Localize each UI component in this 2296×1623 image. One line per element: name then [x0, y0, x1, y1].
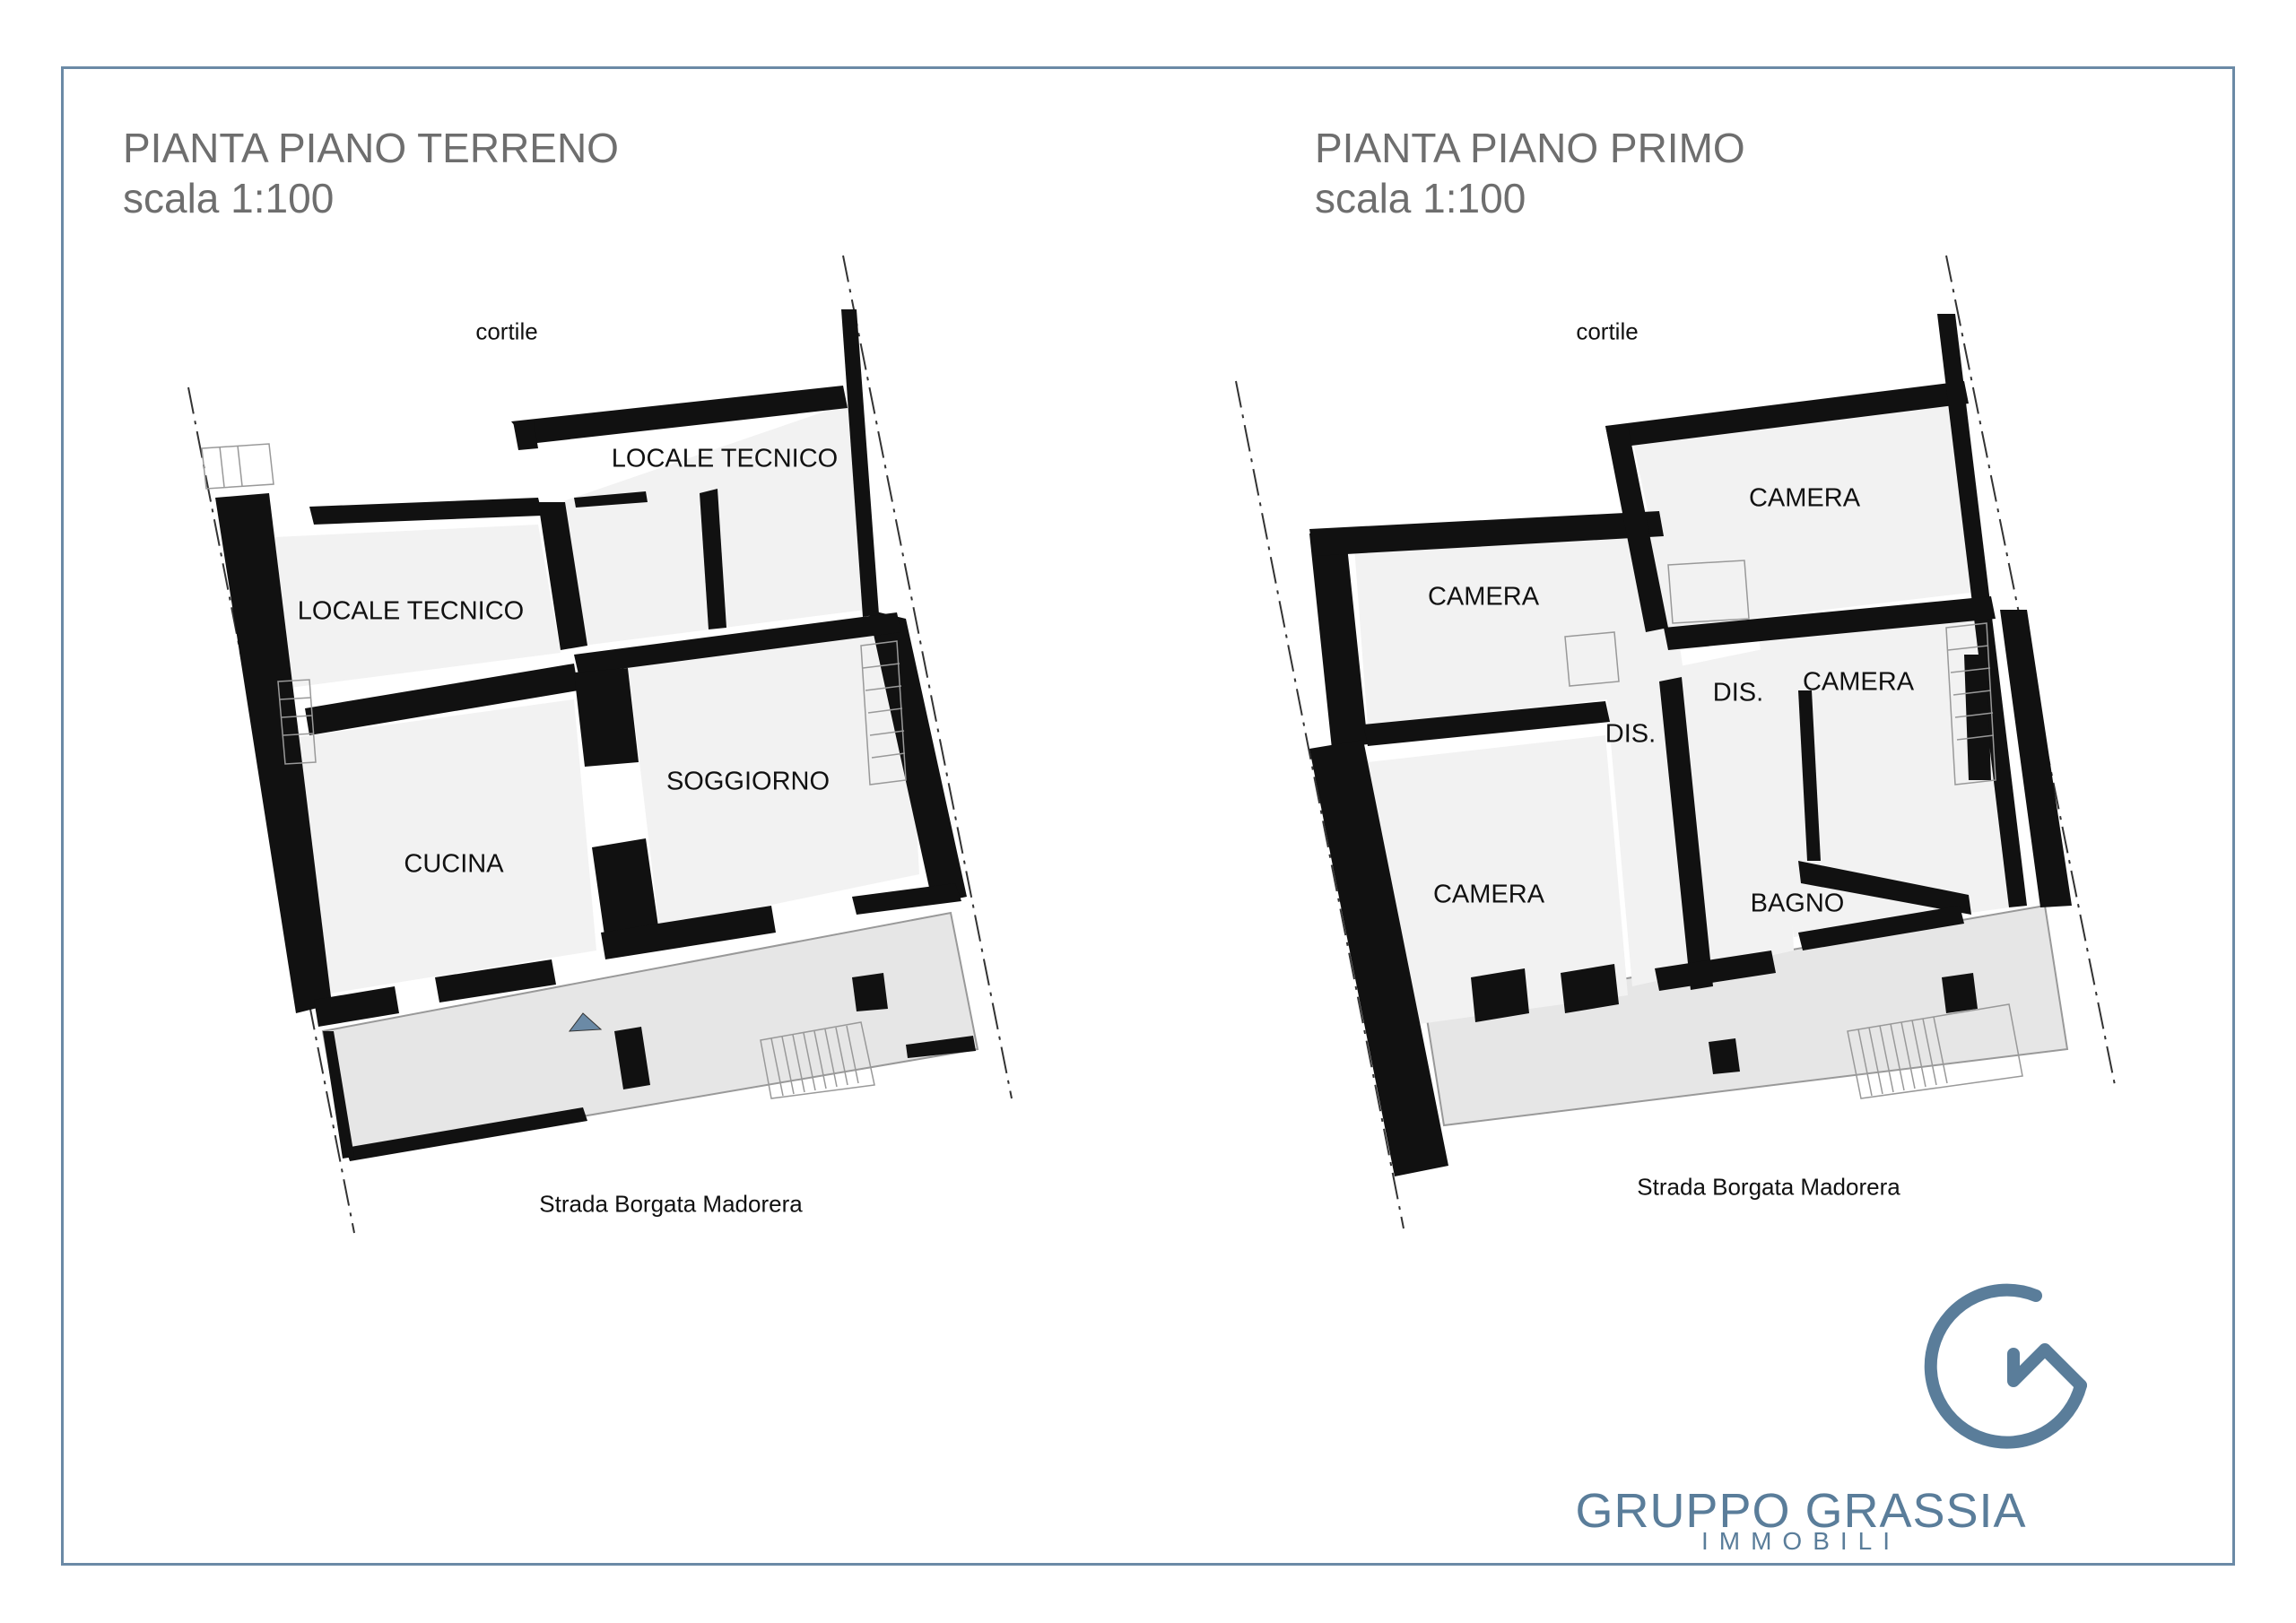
room-label-first-dis-lower: DIS. [1605, 719, 1657, 749]
brand-name: GRUPPO GRASSIA [1575, 1484, 2027, 1538]
gruppo-grassia-logo-icon [1924, 1283, 2087, 1449]
plan-title-ground: PIANTA PIANO TERRENO [123, 125, 619, 171]
first-floor-plan [1235, 255, 2116, 1229]
room-label-first-camera-bottom-left: CAMERA [1432, 880, 1545, 909]
street-label-first: Strada Borgata Madorera [1637, 1173, 1900, 1201]
courtyard-label-ground: cortile [475, 317, 538, 345]
room-label-ground-cucina: CUCINA [404, 849, 504, 879]
room-label-ground-locale-tecnico-top: LOCALE TECNICO [611, 444, 839, 473]
plan-scale-ground: scala 1:100 [123, 175, 335, 221]
room-label-ground-soggiorno: SOGGIORNO [665, 767, 831, 796]
room-label-first-camera-top-left: CAMERA [1427, 582, 1540, 612]
plan-title-first: PIANTA PIANO PRIMO [1315, 125, 1745, 171]
room-label-ground-locale-tecnico-left: LOCALE TECNICO [297, 596, 525, 626]
courtyard-label-first: cortile [1576, 317, 1639, 345]
brand-subtitle: IMMOBILI [1700, 1527, 1901, 1555]
room-label-first-camera-right: CAMERA [1802, 667, 1915, 697]
room-label-first-camera-top-right: CAMERA [1748, 483, 1861, 513]
plan-scale-first: scala 1:100 [1315, 175, 1526, 221]
street-label-ground: Strada Borgata Madorera [539, 1190, 803, 1218]
ground-floor-plan [187, 255, 1013, 1234]
room-label-first-bagno: BAGNO [1750, 889, 1845, 918]
drawing-frame [61, 66, 2235, 1566]
room-label-first-dis-upper: DIS. [1712, 678, 1764, 707]
